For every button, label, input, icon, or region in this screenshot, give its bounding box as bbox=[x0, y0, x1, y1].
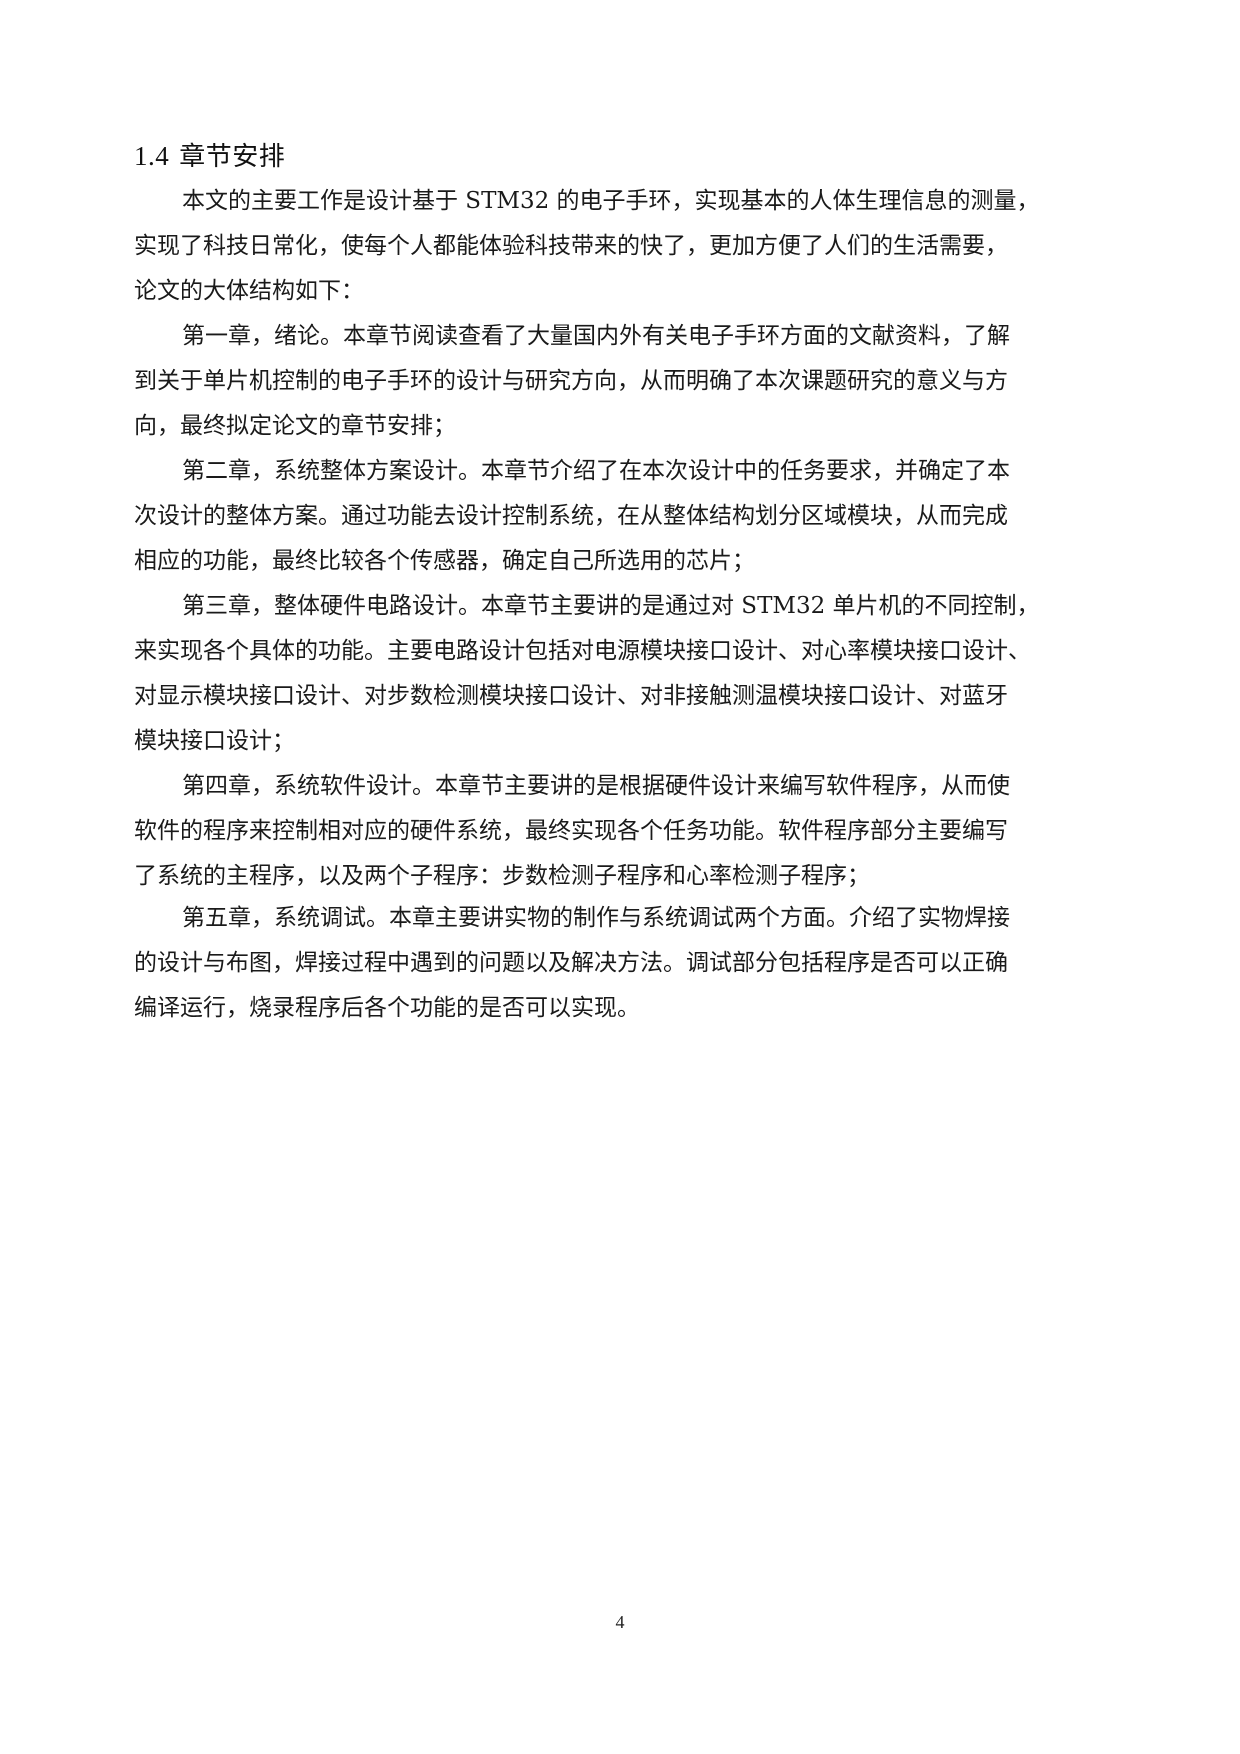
section-heading: 1.4 章节安排 bbox=[134, 136, 285, 173]
text-line: 向，最终拟定论文的章节安排； bbox=[134, 413, 456, 439]
text-line: 来实现各个具体的功能。主要电路设计包括对电源模块接口设计、对心率模块接口设计、 bbox=[134, 638, 1031, 664]
text-line: 对显示模块接口设计、对步数检测模块接口设计、对非接触测温模块接口设计、对蓝牙 bbox=[134, 683, 1008, 709]
text-line: 第四章，系统软件设计。本章节主要讲的是根据硬件设计来编写软件程序，从而使 bbox=[182, 773, 1010, 799]
text-line: 相应的功能，最终比较各个传感器，确定自己所选用的芯片； bbox=[134, 548, 755, 574]
text-line: 编译运行，烧录程序后各个功能的是否可以实现。 bbox=[134, 995, 640, 1021]
text-line: 次设计的整体方案。通过功能去设计控制系统，在从整体结构划分区域模块，从而完成 bbox=[134, 503, 1008, 529]
text-line: 的设计与布图，焊接过程中遇到的问题以及解决方法。调试部分包括程序是否可以正确 bbox=[134, 950, 1008, 976]
text-line: 第二章，系统整体方案设计。本章节介绍了在本次设计中的任务要求，并确定了本 bbox=[182, 458, 1010, 484]
text-line: 第一章，绪论。本章节阅读查看了大量国内外有关电子手环方面的文献资料，了解 bbox=[182, 323, 1010, 349]
text-line: 第三章，整体硬件电路设计。本章节主要讲的是通过对 STM32 单片机的不同控制， bbox=[182, 593, 1040, 619]
text-line: 软件的程序来控制相对应的硬件系统，最终实现各个任务功能。软件程序部分主要编写 bbox=[134, 818, 1008, 844]
text-line: 第五章，系统调试。本章主要讲实物的制作与系统调试两个方面。介绍了实物焊接 bbox=[182, 905, 1010, 931]
text-line: 本文的主要工作是设计基于 STM32 的电子手环，实现基本的人体生理信息的测量， bbox=[182, 188, 1040, 214]
text-line: 实现了科技日常化，使每个人都能体验科技带来的快了，更加方便了人们的生活需要， bbox=[134, 233, 1008, 259]
text-line: 了系统的主程序，以及两个子程序：步数检测子程序和心率检测子程序； bbox=[134, 863, 870, 889]
text-line: 到关于单片机控制的电子手环的设计与研究方向，从而明确了本次课题研究的意义与方 bbox=[134, 368, 1008, 394]
section-title: 章节安排 bbox=[179, 142, 286, 172]
text-line: 模块接口设计； bbox=[134, 728, 295, 754]
text-line: 论文的大体结构如下： bbox=[134, 278, 364, 304]
section-number: 1.4 bbox=[134, 141, 170, 171]
page-number: 4 bbox=[615, 1612, 625, 1632]
